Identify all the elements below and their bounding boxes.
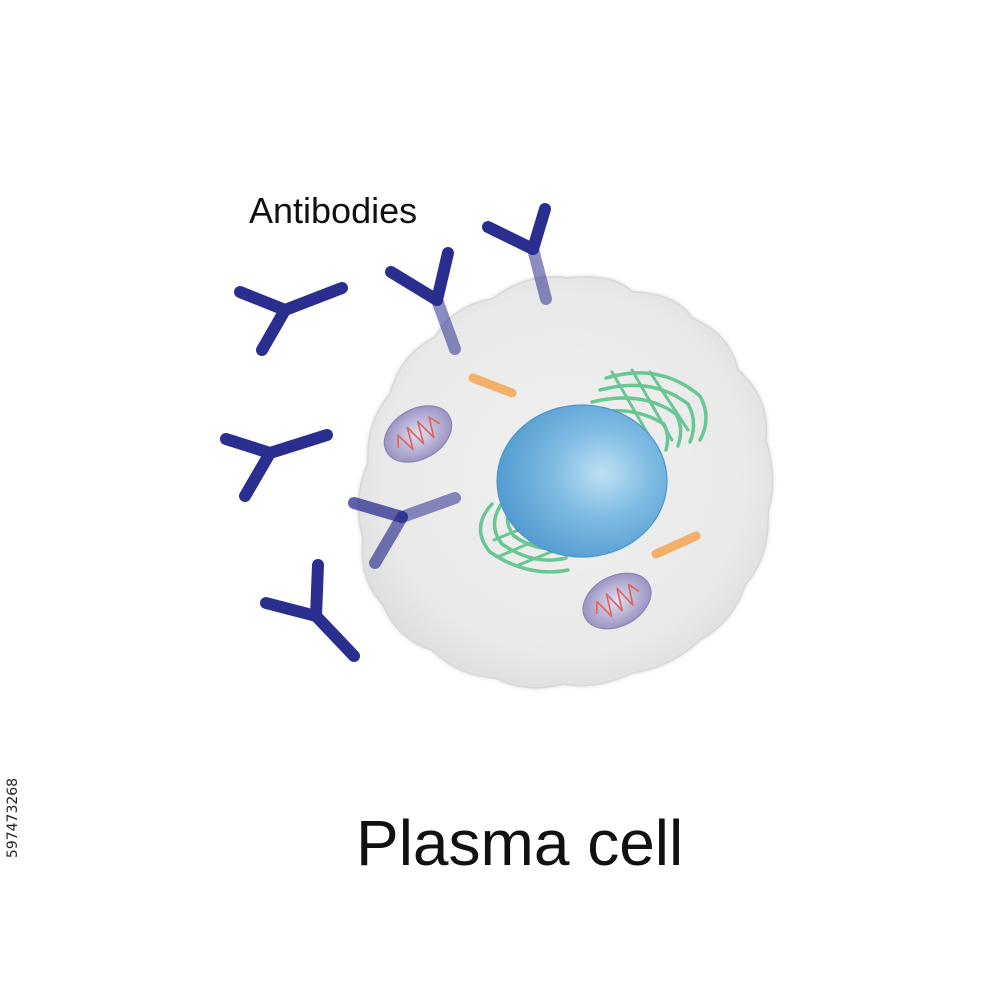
antibodies-label: Antibodies [249, 190, 418, 231]
mitochondrion [582, 572, 652, 630]
antibody [348, 492, 461, 569]
stock-id-text: 597473268 [5, 777, 21, 859]
antibody [260, 559, 360, 662]
orange-organelle [651, 531, 701, 559]
diagram-title: Plasma cell [356, 807, 684, 879]
orange-organelle [468, 373, 517, 398]
antibody [482, 203, 552, 305]
antibody [234, 282, 348, 356]
golgi-apparatus [586, 368, 708, 452]
stock-id-watermark: 597473268 [2, 756, 24, 881]
nucleus [496, 404, 668, 558]
antibody [385, 247, 461, 355]
antibody [220, 429, 333, 502]
mitochondrion [383, 405, 453, 463]
